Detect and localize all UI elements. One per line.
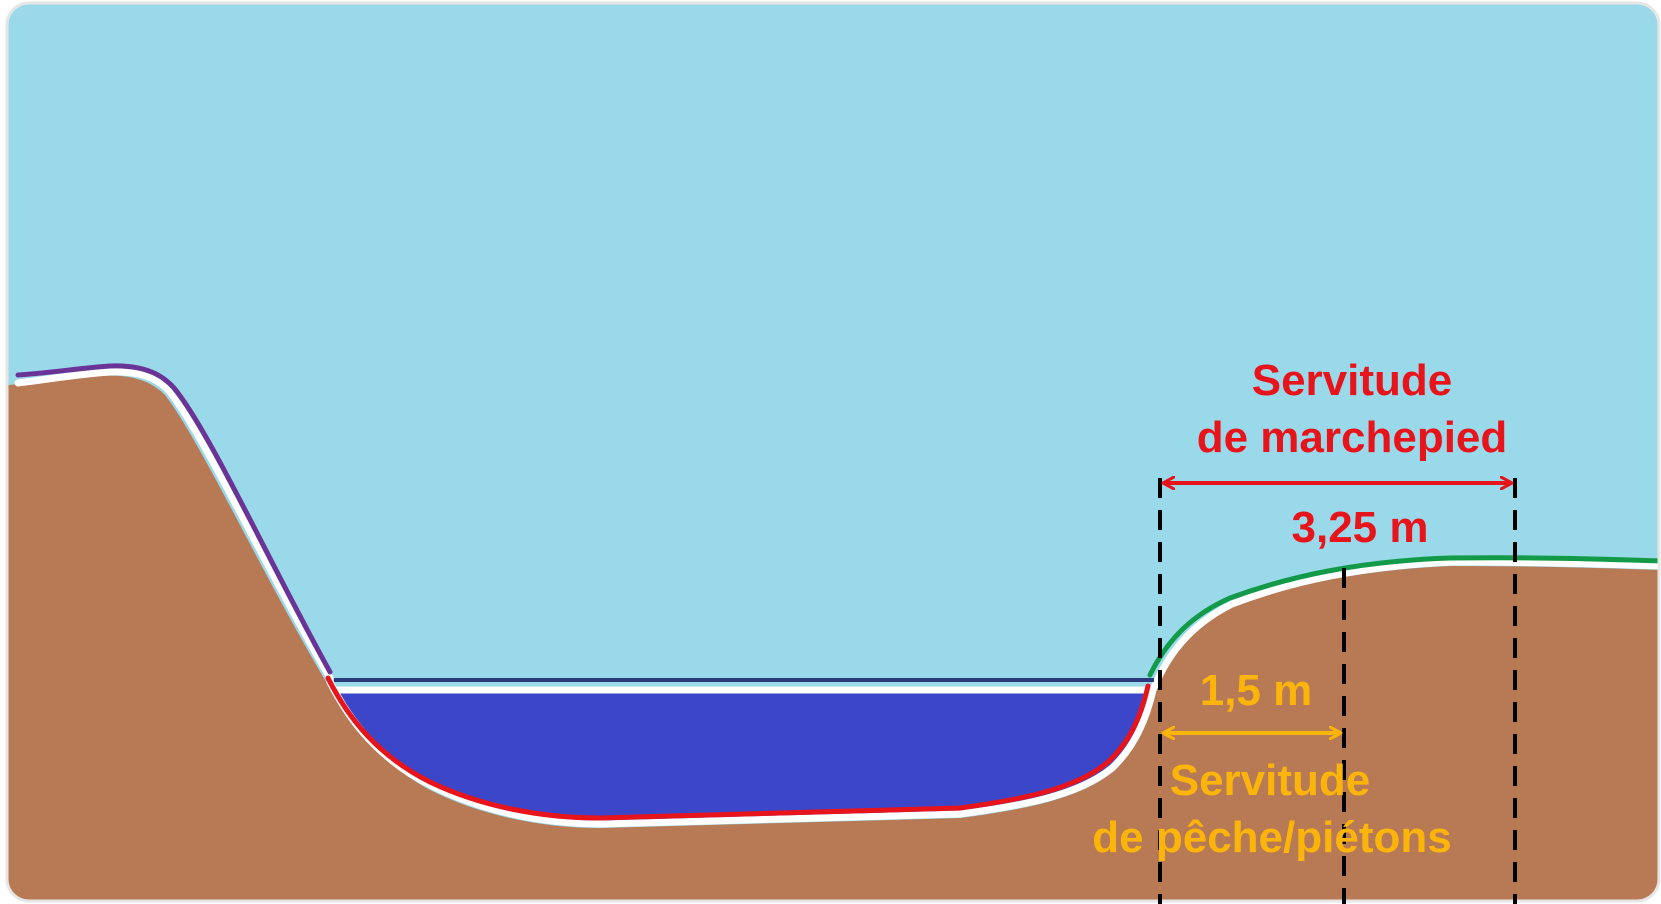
boundary-lines: [1158, 478, 1517, 904]
marchepied-title-line2: de marchepied: [1197, 413, 1508, 462]
ground-terrain: [7, 375, 1659, 901]
peche-title-line2: de pêche/piétons: [1092, 813, 1451, 862]
peche-title-line1: Servitude: [1170, 756, 1371, 805]
peche-width-label: 1,5 m: [1200, 666, 1313, 715]
left-bank-line: [15, 363, 333, 675]
diagram-frame: [5, 1, 1661, 903]
riverbed-line: [325, 675, 1151, 821]
marchepied-title-line1: Servitude: [1252, 356, 1453, 405]
right-bank-line: [1147, 555, 1659, 678]
river-water: [336, 688, 1152, 822]
marchepied-width-label: 3,25 m: [1292, 503, 1429, 552]
